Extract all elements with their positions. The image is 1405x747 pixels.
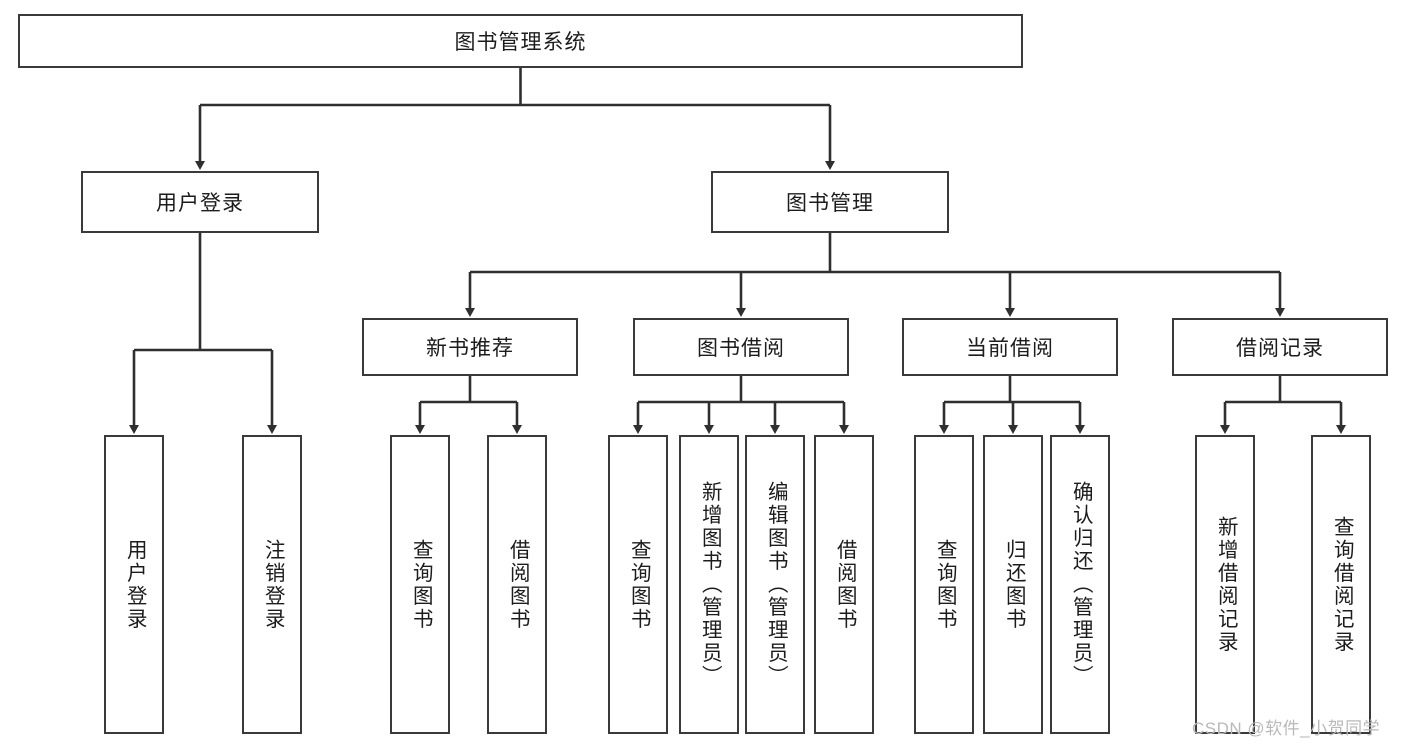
- node-current-borrow-label: 当前借阅: [966, 337, 1054, 360]
- node-leaf-borrow-book[interactable]: 借阅图书: [814, 435, 874, 734]
- node-leaf-query-book-cur[interactable]: 查询图书: [914, 435, 974, 734]
- node-book-manage[interactable]: 图书管理: [711, 171, 949, 233]
- node-leaf-query-record-label: 查询借阅记录: [1330, 515, 1354, 654]
- node-book-borrow-label: 图书借阅: [697, 337, 785, 360]
- node-leaf-query-book-borrow[interactable]: 查询图书: [608, 435, 668, 734]
- node-leaf-return-book-label: 归还图书: [1002, 538, 1026, 631]
- node-leaf-edit-book-label: 编辑图书（管理员）: [764, 481, 788, 688]
- node-book-borrow[interactable]: 图书借阅: [633, 318, 849, 376]
- node-borrow-record-label: 借阅记录: [1236, 337, 1324, 360]
- node-leaf-user-logout[interactable]: 注销登录: [242, 435, 302, 734]
- node-leaf-query-book-rec-label: 查询图书: [409, 538, 433, 631]
- node-leaf-borrow-book-rec-label: 借阅图书: [506, 538, 530, 631]
- csdn-watermark: CSDN @软件_小贺同学: [1192, 719, 1381, 738]
- node-leaf-add-record-label: 新增借阅记录: [1214, 515, 1238, 654]
- node-leaf-user-logout-label: 注销登录: [261, 538, 285, 631]
- node-borrow-record[interactable]: 借阅记录: [1172, 318, 1388, 376]
- node-leaf-query-book-borrow-label: 查询图书: [627, 538, 651, 631]
- node-leaf-query-record[interactable]: 查询借阅记录: [1311, 435, 1371, 734]
- node-new-book-recommend-label: 新书推荐: [426, 337, 514, 360]
- node-leaf-borrow-book-rec[interactable]: 借阅图书: [487, 435, 547, 734]
- node-leaf-confirm-return[interactable]: 确认归还（管理员）: [1050, 435, 1110, 734]
- node-root[interactable]: 图书管理系统: [18, 14, 1023, 68]
- node-leaf-add-record[interactable]: 新增借阅记录: [1195, 435, 1255, 734]
- node-current-borrow[interactable]: 当前借阅: [902, 318, 1118, 376]
- node-leaf-query-book-rec[interactable]: 查询图书: [390, 435, 450, 734]
- node-leaf-user-login-label: 用户登录: [123, 538, 147, 631]
- node-leaf-confirm-return-label: 确认归还（管理员）: [1069, 481, 1093, 688]
- node-leaf-edit-book[interactable]: 编辑图书（管理员）: [745, 435, 805, 734]
- node-root-label: 图书管理系统: [454, 31, 587, 54]
- node-leaf-add-book-label: 新增图书（管理员）: [698, 481, 722, 688]
- node-book-manage-label: 图书管理: [786, 192, 874, 215]
- node-leaf-return-book[interactable]: 归还图书: [983, 435, 1043, 734]
- node-leaf-add-book[interactable]: 新增图书（管理员）: [679, 435, 739, 734]
- node-new-book-recommend[interactable]: 新书推荐: [362, 318, 578, 376]
- node-leaf-query-book-cur-label: 查询图书: [933, 538, 957, 631]
- node-user-login[interactable]: 用户登录: [81, 171, 319, 233]
- node-leaf-borrow-book-label: 借阅图书: [833, 538, 857, 631]
- node-leaf-user-login[interactable]: 用户登录: [104, 435, 164, 734]
- node-user-login-label: 用户登录: [156, 192, 244, 215]
